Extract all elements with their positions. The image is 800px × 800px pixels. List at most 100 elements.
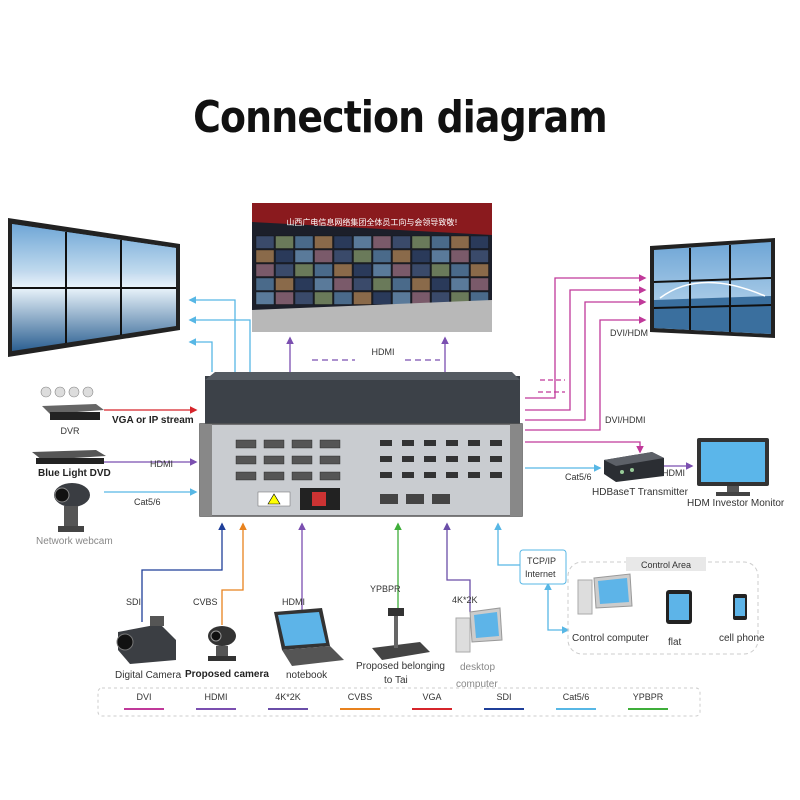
- io-port: [432, 494, 450, 504]
- diagram-title: Connection diagram: [193, 92, 608, 143]
- wall-screen: [333, 291, 353, 305]
- legend-label: Cat5/6: [563, 692, 590, 702]
- wall-screen: [314, 235, 333, 249]
- hdmi-port: [446, 440, 458, 446]
- wall-screen: [372, 249, 392, 263]
- label-4k2k: 4K*2K: [452, 595, 478, 605]
- legend-label: YPBPR: [633, 692, 664, 702]
- wall-screen: [470, 277, 489, 291]
- wall-screen: [353, 291, 372, 305]
- dvi-port: [235, 455, 257, 465]
- wall-screen: [450, 235, 470, 249]
- wall-screen: [314, 249, 333, 263]
- legend-item: 4K*2K: [268, 692, 308, 710]
- dvi-port: [291, 439, 313, 449]
- label-cvbs: CVBS: [193, 597, 218, 607]
- control-area: [567, 557, 759, 655]
- label-notebook: notebook: [286, 670, 328, 681]
- dvi-port: [235, 471, 257, 481]
- dvi-port: [319, 455, 341, 465]
- wall-screen: [333, 277, 353, 291]
- wall-screen: [353, 249, 372, 263]
- wall-screen: [275, 291, 294, 305]
- legend-item: SDI: [484, 692, 524, 710]
- hdmi-port: [490, 440, 502, 446]
- label-transmitter: HDBaseT Transmitter: [592, 487, 689, 498]
- io-port: [406, 494, 424, 504]
- legend-label: 4K*2K: [275, 692, 301, 702]
- hdmi-port: [424, 456, 436, 462]
- label-digital-camera: Digital Camera: [115, 670, 182, 681]
- hdmi-port: [380, 472, 392, 478]
- hdmi-port: [424, 472, 436, 478]
- label-bluray: Blue Light DVD: [38, 468, 111, 479]
- label-desktop-1: desktop: [460, 662, 495, 673]
- legend-item: Cat5/6: [556, 692, 596, 710]
- top-connections: [188, 274, 694, 472]
- desktop-computer: [455, 607, 503, 653]
- wall-screen: [314, 291, 333, 305]
- label-hdmi-bottom: HDMI: [282, 597, 305, 607]
- label-monitor: HDM Investor Monitor: [687, 498, 785, 509]
- wall-screen: [255, 277, 275, 291]
- legend-item: CVBS: [340, 692, 380, 710]
- wall-screen: [333, 263, 353, 277]
- wall-screen: [255, 263, 275, 277]
- control-computer: [577, 573, 633, 615]
- wall-screen: [294, 291, 314, 305]
- hdmi-port: [446, 456, 458, 462]
- hdbaset-transmitter: [604, 452, 664, 482]
- hdmi-port: [402, 440, 414, 446]
- hdmi-port: [380, 440, 392, 446]
- wall-screen: [353, 235, 372, 249]
- wall-screen: [275, 263, 294, 277]
- wall-screen: [353, 263, 372, 277]
- bottom-connections: [141, 522, 570, 634]
- wall-screen: [431, 235, 450, 249]
- label-control-area: Control Area: [641, 560, 691, 570]
- label-dvr: DVR: [60, 426, 80, 436]
- wall-screen: [255, 249, 275, 263]
- wall-screen: [411, 263, 431, 277]
- wall-screen: [392, 291, 411, 305]
- label-flat: flat: [668, 637, 682, 648]
- label-hdmi-top: HDMI: [372, 347, 395, 357]
- dvi-port: [235, 439, 257, 449]
- label-visualizer-1: Proposed belonging: [356, 661, 445, 672]
- legend-label: SDI: [496, 692, 511, 702]
- wall-screen: [392, 263, 411, 277]
- right-video-wall: [650, 238, 775, 338]
- wall-screen: [411, 291, 431, 305]
- wall-screen: [411, 277, 431, 291]
- wall-screen: [450, 263, 470, 277]
- dvi-port: [263, 471, 285, 481]
- legend-label: CVBS: [348, 692, 373, 702]
- tablet-flat: [666, 590, 692, 624]
- digital-camera: [116, 616, 176, 664]
- network-webcam: [54, 483, 90, 532]
- wall-screen: [314, 263, 333, 277]
- tcpip-node: [519, 549, 567, 585]
- label-proposed-camera: Proposed camera: [185, 669, 269, 680]
- wall-screen: [450, 277, 470, 291]
- wall-screen: [431, 277, 450, 291]
- label-vga-ip: VGA or IP stream: [112, 415, 194, 426]
- proposed-camera: [208, 626, 236, 661]
- wall-screen: [392, 249, 411, 263]
- wall-screen: [294, 249, 314, 263]
- wall-banner-text: 山西广电信息网络集团全体员工向与会领导致敬!: [286, 217, 457, 227]
- wall-screen: [333, 249, 353, 263]
- label-cell-phone: cell phone: [719, 633, 765, 644]
- dvi-port: [263, 439, 285, 449]
- label-ypbpr: YPBPR: [370, 584, 401, 594]
- dvi-port: [319, 471, 341, 481]
- wall-screen: [294, 263, 314, 277]
- hdmi-port: [490, 472, 502, 478]
- label-hdmi-left: HDMI: [150, 459, 173, 469]
- wall-screen: [411, 235, 431, 249]
- hdmi-port: [446, 472, 458, 478]
- label-sdi: SDI: [126, 597, 141, 607]
- legend-item: VGA: [412, 692, 452, 710]
